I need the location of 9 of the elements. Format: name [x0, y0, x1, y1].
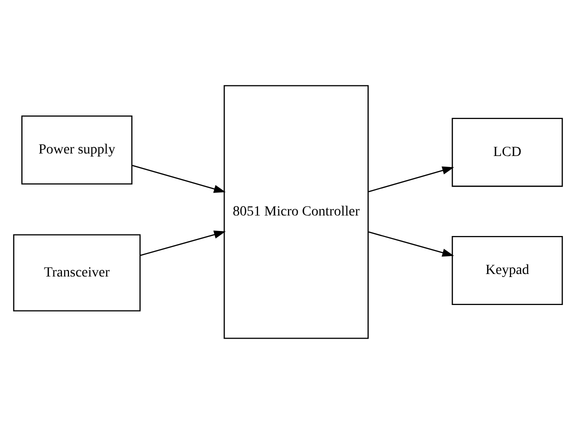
node-box: Transceiver [13, 234, 141, 311]
node-box: LCD [452, 117, 563, 186]
arrow [140, 230, 226, 256]
arrow [132, 164, 226, 192]
node-box: Keypad [452, 235, 563, 304]
arrow [368, 166, 454, 192]
node-box: 8051 Micro Controller [224, 84, 369, 338]
node-box: Power supply [21, 115, 132, 184]
arrow [368, 230, 454, 256]
